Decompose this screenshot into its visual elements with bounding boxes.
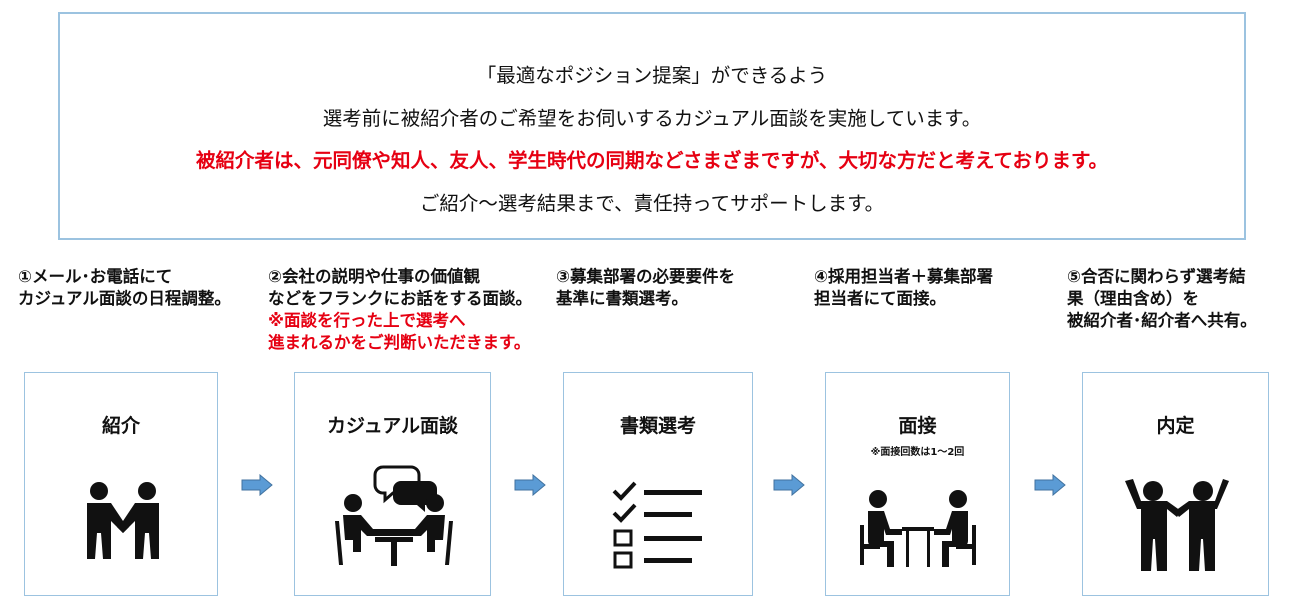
intro-line-2: 選考前に被紹介者のご希望をお伺いするカジュアル面談を実施しています。 (322, 107, 982, 130)
arrow-right-icon (241, 474, 273, 496)
step-3-title: 書類選考 (619, 415, 696, 437)
step-3-description: ③募集部署の必要要件を 基準に書類選考。 (556, 266, 735, 310)
step-5-title: 内定 (1156, 415, 1195, 437)
step-1-description: ①メール･お電話にて カジュアル面談の日程調整。 (18, 266, 231, 310)
step-4-note: ※面接回数は1～2回 (870, 447, 965, 458)
step-4-title: 面接 (898, 415, 937, 437)
step-3-desc-line-1: ③募集部署の必要要件を (556, 267, 735, 286)
step-1-desc-line-1: ①メール･お電話にて (18, 267, 173, 286)
step-2-note-line-1: ※面談を行った上で選考へ (268, 311, 466, 330)
step-4-desc-line-2: 担当者にて面接。 (814, 289, 946, 308)
intro-line-3-highlight: 被紹介者は、元同僚や知人、友人、学生時代の同期などさまざまですが、大切な方だと考… (195, 149, 1108, 172)
step-1-desc-line-2: カジュアル面談の日程調整。 (18, 289, 231, 308)
step-5-desc-line-1: ⑤合否に関わらず選考結 (1067, 267, 1246, 286)
step-3-box: 書類選考 (563, 372, 753, 596)
step-2-desc-line-1: ②会社の説明や仕事の価値観 (268, 267, 480, 286)
step-5-box: 内定 (1082, 372, 1269, 596)
step-5-desc-line-2: 果（理由含め）を (1067, 289, 1199, 308)
arrow-right-icon (1034, 474, 1066, 496)
step-1-title: 紹介 (101, 415, 140, 437)
step-5-description: ⑤合否に関わらず選考結 果（理由含め）を 被紹介者･紹介者へ共有。 (1067, 266, 1257, 332)
step-2-title: カジュアル面談 (326, 415, 459, 437)
arrow-right-icon (514, 474, 546, 496)
step-2-box: カジュアル面談 (294, 372, 491, 596)
step-3-desc-line-2: 基準に書類選考。 (556, 289, 688, 308)
celebration-icon (1125, 479, 1229, 571)
intro-box: 「最適なポジション提案」ができるよう 選考前に被紹介者のご希望をお伺いするカジュ… (58, 12, 1246, 240)
step-4-description: ④採用担当者＋募集部署 担当者にて面接。 (814, 266, 993, 310)
step-4-desc-line-1: ④採用担当者＋募集部署 (814, 267, 993, 286)
step-4-box: 面接 ※面接回数は1～2回 (825, 372, 1010, 596)
checklist-icon (612, 481, 702, 569)
step-1-box: 紹介 (24, 372, 218, 596)
step-5-desc-line-3: 被紹介者･紹介者へ共有。 (1067, 311, 1257, 330)
step-2-desc-line-2: などをフランクにお話をする面談。 (268, 289, 532, 308)
intro-line-4: ご紹介～選考結果まで、責任持ってサポートします。 (419, 192, 885, 215)
step-2-note-line-2: 進まれるかをご判断いただきます。 (268, 333, 531, 352)
handshake-icon (87, 482, 159, 559)
interview-icon (860, 490, 976, 567)
meeting-icon (335, 465, 453, 566)
step-2-description: ②会社の説明や仕事の価値観 などをフランクにお話をする面談。 ※面談を行った上で… (268, 266, 532, 354)
intro-line-1: 「最適なポジション提案」ができるよう (476, 64, 828, 87)
arrow-right-icon (773, 474, 805, 496)
